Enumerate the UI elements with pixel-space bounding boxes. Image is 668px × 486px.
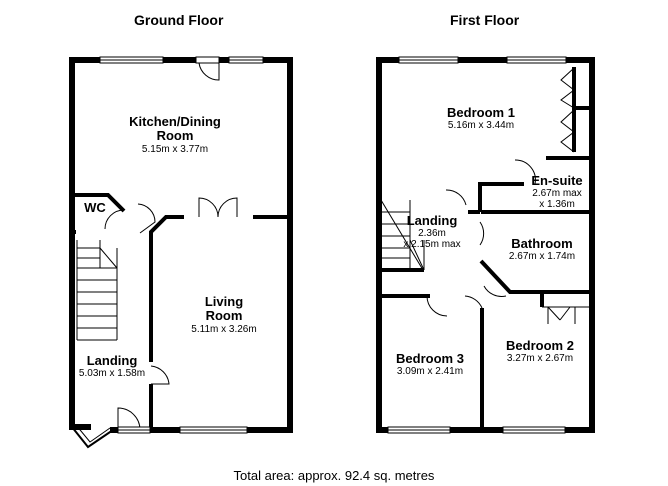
ensuite-dim-line1: 2.67m max [532, 188, 582, 200]
ground-landing-label: Landing 5.03m x 1.58m [74, 353, 150, 380]
living-name-line1: Living [204, 294, 244, 309]
total-area-note: Total area: approx. 92.4 sq. metres [233, 468, 435, 483]
first-floor-plan [376, 56, 595, 434]
bedroom-2-name: Bedroom 2 [506, 338, 574, 353]
ground-landing-name: Landing [86, 353, 138, 368]
bedroom-3-name: Bedroom 3 [396, 351, 464, 366]
ensuite-label: En-suite 2.67m max x 1.36m [524, 173, 590, 211]
first-landing-label: Landing 2.36m x 2.15m max [396, 213, 468, 251]
bedroom-3-label: Bedroom 3 3.09m x 2.41m [386, 351, 474, 378]
kitchen-dimensions: 5.15m x 3.77m [141, 143, 209, 155]
bedroom-1-label: Bedroom 1 5.16m x 3.44m [436, 105, 526, 132]
bedroom-1-name: Bedroom 1 [447, 105, 515, 120]
kitchen-name-line2: Room [156, 128, 194, 144]
ground-landing-dimensions: 5.03m x 1.58m [78, 368, 146, 380]
bedroom-2-label: Bedroom 2 3.27m x 2.67m [496, 338, 584, 365]
bedroom-1-dimensions: 5.16m x 3.44m [447, 120, 515, 132]
ground-floor-plan [69, 56, 293, 449]
living-dimensions: 5.11m x 3.26m [191, 323, 257, 335]
first-floor-title: First Floor [450, 12, 520, 28]
wc-label: WC [78, 200, 112, 215]
bathroom-name: Bathroom [511, 236, 573, 251]
kitchen-name-line1: Kitchen/Dining [129, 114, 221, 129]
ground-floor-title: Ground Floor [134, 12, 224, 28]
bedroom-2-dimensions: 3.27m x 2.67m [506, 353, 574, 365]
living-name-line2: Room [205, 308, 243, 324]
bathroom-dimensions: 2.67m x 1.74m [508, 251, 576, 263]
bathroom-label: Bathroom 2.67m x 1.74m [500, 236, 584, 263]
wc-name: WC [84, 200, 106, 215]
living-room-label: Living Room 5.11m x 3.26m [160, 294, 288, 335]
ensuite-name: En-suite [531, 173, 583, 188]
bedroom-3-dimensions: 3.09m x 2.41m [396, 366, 464, 378]
ensuite-dim-line2: x 1.36m [539, 199, 575, 211]
first-landing-dim-line1: 2.36m [418, 228, 446, 240]
first-landing-name: Landing [406, 213, 458, 228]
kitchen-dining-label: Kitchen/Dining Room 5.15m x 3.77m [110, 114, 240, 155]
first-landing-dim-line2: x 2.15m max [403, 239, 461, 251]
